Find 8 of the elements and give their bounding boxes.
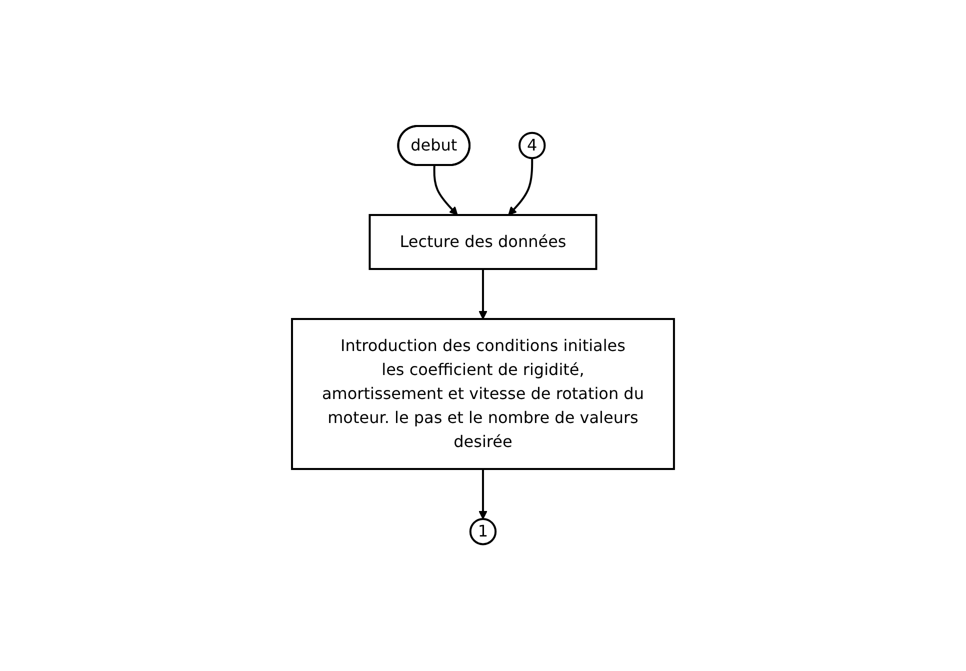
node-box: Lecture des données bbox=[368, 214, 598, 270]
arrow bbox=[478, 269, 488, 320]
node-circle: 1 bbox=[469, 518, 497, 546]
arrow bbox=[433, 166, 458, 216]
node-box: Introduction des conditions initiales les coefficient de rigidité, amortissement et vitesse de rotation du moteur. le pas et le nombre de valeurs desirée bbox=[291, 318, 675, 470]
arrow bbox=[508, 158, 534, 216]
node-circle: 4 bbox=[518, 132, 546, 160]
arrow bbox=[478, 469, 488, 520]
